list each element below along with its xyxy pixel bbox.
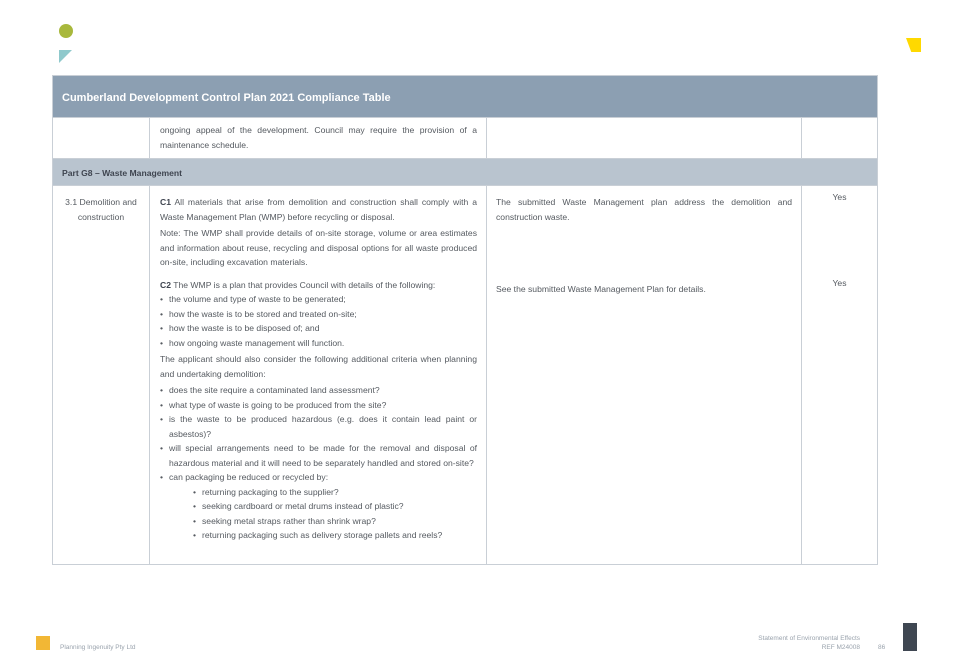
cell-response-empty <box>487 118 802 158</box>
control-code: C2 <box>160 279 171 290</box>
list-item: how the waste is to be stored and treate… <box>160 307 477 322</box>
additional-criteria-intro: The applicant should also consider the f… <box>160 354 477 379</box>
control-note: Note: The WMP shall provide details of o… <box>160 228 477 267</box>
decorative-corner-shape <box>906 38 921 52</box>
criteria-list: does the site require a contaminated lan… <box>160 383 477 485</box>
section-heading: Part G8 – Waste Management <box>53 158 877 185</box>
list-item: how the waste is to be disposed of; and <box>160 321 477 336</box>
footer-logo-square <box>36 636 50 650</box>
table-title: Cumberland Development Control Plan 2021… <box>53 76 877 117</box>
cell-continued-text: ongoing appeal of the development. Counc… <box>150 118 487 158</box>
decorative-triangle-icon <box>59 50 72 63</box>
list-item: will special arrangements need to be mad… <box>160 441 477 470</box>
control-text: All materials that arise from demolition… <box>160 197 477 222</box>
response-c1: The submitted Waste Management plan addr… <box>496 197 792 222</box>
decorative-circle-icon <box>59 24 73 38</box>
footer-page-number: 86 <box>878 644 886 651</box>
list-item: the volume and type of waste to be gener… <box>160 292 477 307</box>
list-item: returning packaging to the supplier? <box>193 485 477 500</box>
list-item: what type of waste is going to be produc… <box>160 398 477 413</box>
packaging-sub-list: returning packaging to the supplier? see… <box>160 485 477 543</box>
list-item: seeking cardboard or metal drums instead… <box>193 499 477 514</box>
table-row: 3.1 Demolition and construction C1 All m… <box>53 185 877 564</box>
list-item: does the site require a contaminated lan… <box>160 383 477 398</box>
response-c2: See the submitted Waste Management Plan … <box>496 284 706 294</box>
control-text: The WMP is a plan that provides Council … <box>173 279 436 290</box>
cell-responses: The submitted Waste Management plan addr… <box>487 186 802 564</box>
cell-compliance: Yes Yes <box>802 186 877 564</box>
control-code: C1 <box>160 197 171 207</box>
control-c2: C2 The WMP is a plan that provides Counc… <box>160 278 477 293</box>
footer-doc-info: Statement of Environmental Effects REF M… <box>758 635 860 652</box>
compliance-table: Cumberland Development Control Plan 2021… <box>52 75 878 565</box>
footer-ref: REF M24008 <box>821 643 860 651</box>
footer-bar <box>903 623 917 651</box>
footer-company: Planning Ingenuity Pty Ltd <box>60 644 136 651</box>
compliance-c2: Yes <box>832 278 847 288</box>
cell-control-ref: 3.1 Demolition and construction <box>53 186 150 564</box>
list-item: is the waste to be produced hazardous (e… <box>160 412 477 441</box>
cell-compliance-empty <box>802 118 877 158</box>
compliance-c1: Yes <box>832 192 847 202</box>
control-c1: C1 All materials that arise from demolit… <box>160 195 477 224</box>
list-item: seeking metal straps rather than shrink … <box>193 514 477 529</box>
table-row-continued: ongoing appeal of the development. Counc… <box>53 117 877 158</box>
wmp-details-list: the volume and type of waste to be gener… <box>160 292 477 350</box>
cell-control-ref-empty <box>53 118 150 158</box>
cell-controls: C1 All materials that arise from demolit… <box>150 186 487 564</box>
list-item: how ongoing waste management will functi… <box>160 336 477 351</box>
list-item: returning packaging such as delivery sto… <box>193 528 477 543</box>
list-item: can packaging be reduced or recycled by: <box>160 470 477 485</box>
footer-doc-title: Statement of Environmental Effects <box>758 635 860 642</box>
